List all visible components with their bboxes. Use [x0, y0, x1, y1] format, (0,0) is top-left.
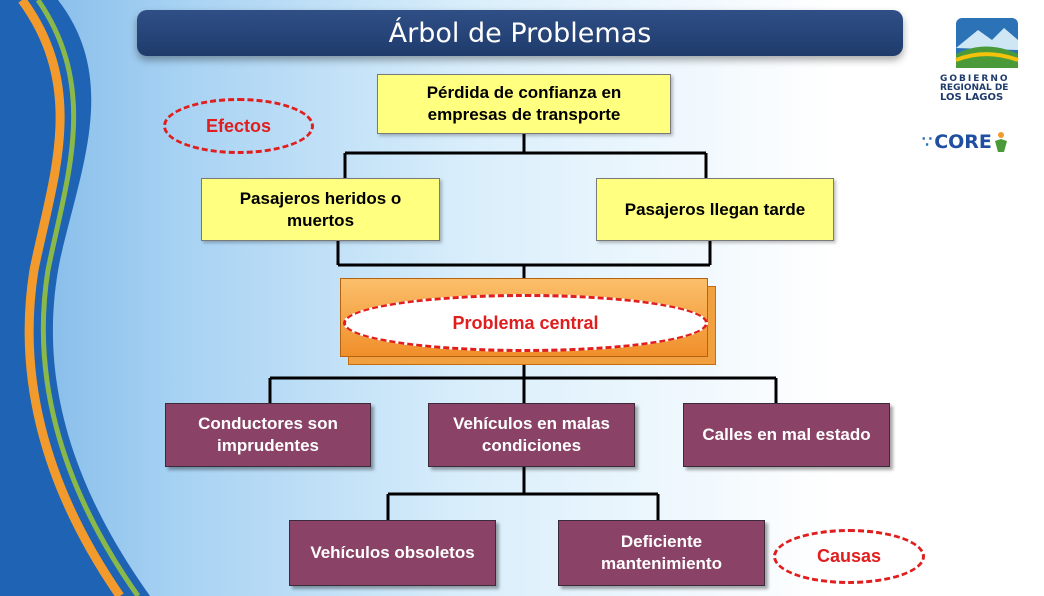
effect-top-text: Pérdida de confianza en empresas de tran…: [426, 83, 622, 124]
causes-label-ellipse: Causas: [773, 529, 925, 584]
gobierno-regional-logo: GOBIERNO REGIONAL DE LOS LAGOS: [940, 14, 1044, 106]
gobierno-line3: LOS LAGOS: [940, 92, 1004, 103]
cause-middle-box: Vehículos en malas condiciones: [428, 403, 635, 467]
effect-left-text: Pasajeros heridos o muertos: [239, 188, 402, 230]
page-title: Árbol de Problemas: [388, 17, 652, 49]
effect-right-text: Pasajeros llegan tarde: [624, 199, 806, 219]
cause-middle-text: Vehículos en malas condiciones: [453, 414, 610, 455]
dots-icon: ∵: [922, 134, 933, 151]
gobierno-line2: REGIONAL DE: [940, 83, 1009, 93]
central-problem-ellipse: Problema central: [343, 294, 708, 352]
central-problem-label: Problema central: [452, 312, 599, 333]
subcause-right-text: Deficiente mantenimiento: [601, 532, 722, 573]
cause-right-box: Calles en mal estado: [683, 403, 890, 467]
cause-left-box: Conductores son imprudentes: [165, 403, 371, 467]
core-logo-text: CORE: [934, 131, 992, 153]
figure-icon: [994, 132, 1007, 152]
cause-left-text: Conductores son imprudentes: [198, 414, 338, 455]
subcause-left-text: Vehículos obsoletos: [310, 543, 475, 562]
causes-label: Causas: [816, 546, 882, 566]
title-bar: Árbol de Problemas: [137, 10, 903, 56]
effect-left-box: Pasajeros heridos o muertos: [201, 178, 440, 241]
cause-right-text: Calles en mal estado: [702, 425, 871, 444]
gobierno-line1: GOBIERNO: [940, 74, 1010, 84]
effect-right-box: Pasajeros llegan tarde: [596, 178, 834, 241]
effects-label-ellipse: Efectos: [163, 98, 314, 154]
effect-top-box: Pérdida de confianza en empresas de tran…: [377, 74, 671, 134]
subcause-left-box: Vehículos obsoletos: [289, 520, 496, 586]
subcause-right-box: Deficiente mantenimiento: [558, 520, 765, 586]
decorative-swoosh: [0, 0, 150, 596]
landscape-icon: [955, 18, 1019, 68]
effects-label: Efectos: [205, 115, 272, 136]
core-logo: ∵ CORE: [922, 124, 1044, 160]
